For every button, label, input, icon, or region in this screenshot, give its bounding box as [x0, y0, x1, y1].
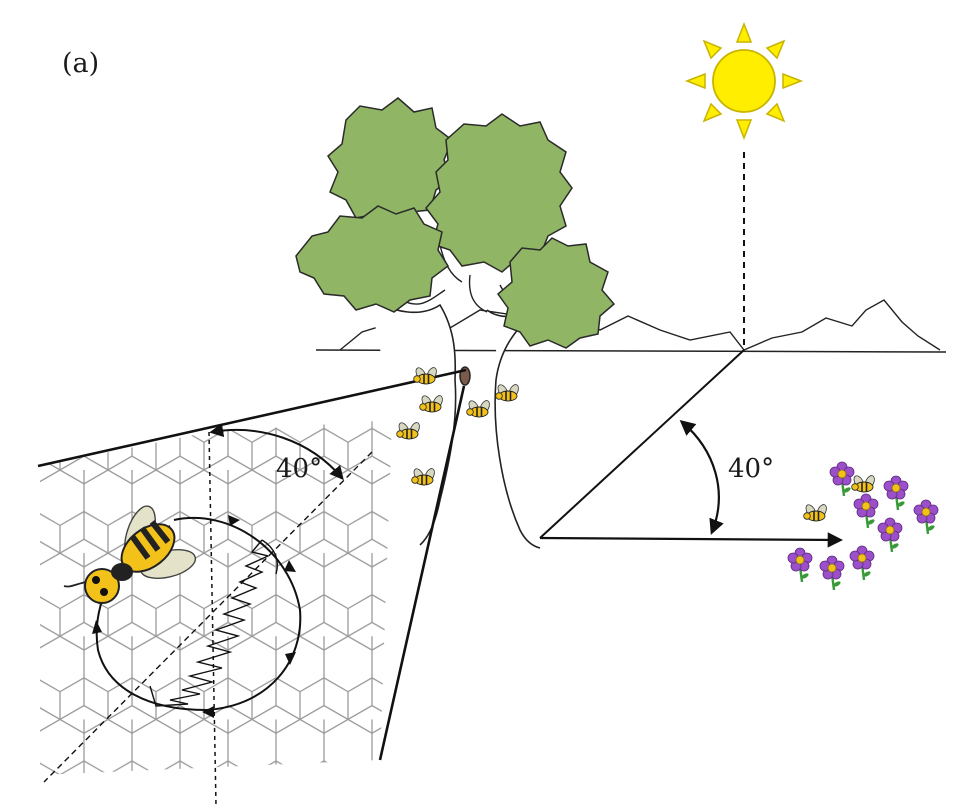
tree-icon [295, 97, 616, 549]
field-angle-arc [679, 420, 724, 535]
honeycomb-icon [40, 420, 392, 775]
vertical-reference-line [208, 431, 217, 806]
leaf-cluster-right [496, 237, 616, 349]
zoom-line-bottom [378, 385, 466, 761]
waggle-dance-loop-right [173, 517, 302, 711]
bee-icon [63, 505, 197, 604]
panel-label: (a) [62, 48, 99, 79]
waggle-run [149, 539, 271, 707]
food-direction-line [539, 532, 844, 548]
bee-icon [465, 398, 493, 418]
sun-direction-line [539, 349, 745, 539]
flower-icon [818, 554, 846, 592]
bee-icon [850, 473, 878, 493]
flower-icon [912, 498, 940, 536]
flower-icon [882, 474, 910, 512]
dance-axis-line [43, 451, 373, 783]
hive-angle-label: 40° [276, 454, 322, 484]
flower-icon [786, 546, 814, 584]
sun-icon [684, 21, 804, 141]
flower-icon [828, 460, 856, 498]
bee-icon [802, 502, 830, 522]
flower-icon [876, 516, 904, 554]
flower-icon [848, 544, 876, 582]
field-angle-label: 40° [728, 454, 774, 484]
bee-icon [494, 382, 522, 402]
hive-angle-arc [209, 423, 344, 481]
leaf-cluster-left [295, 205, 450, 313]
zoom-line-top [37, 368, 467, 468]
flower-icon [852, 492, 880, 530]
